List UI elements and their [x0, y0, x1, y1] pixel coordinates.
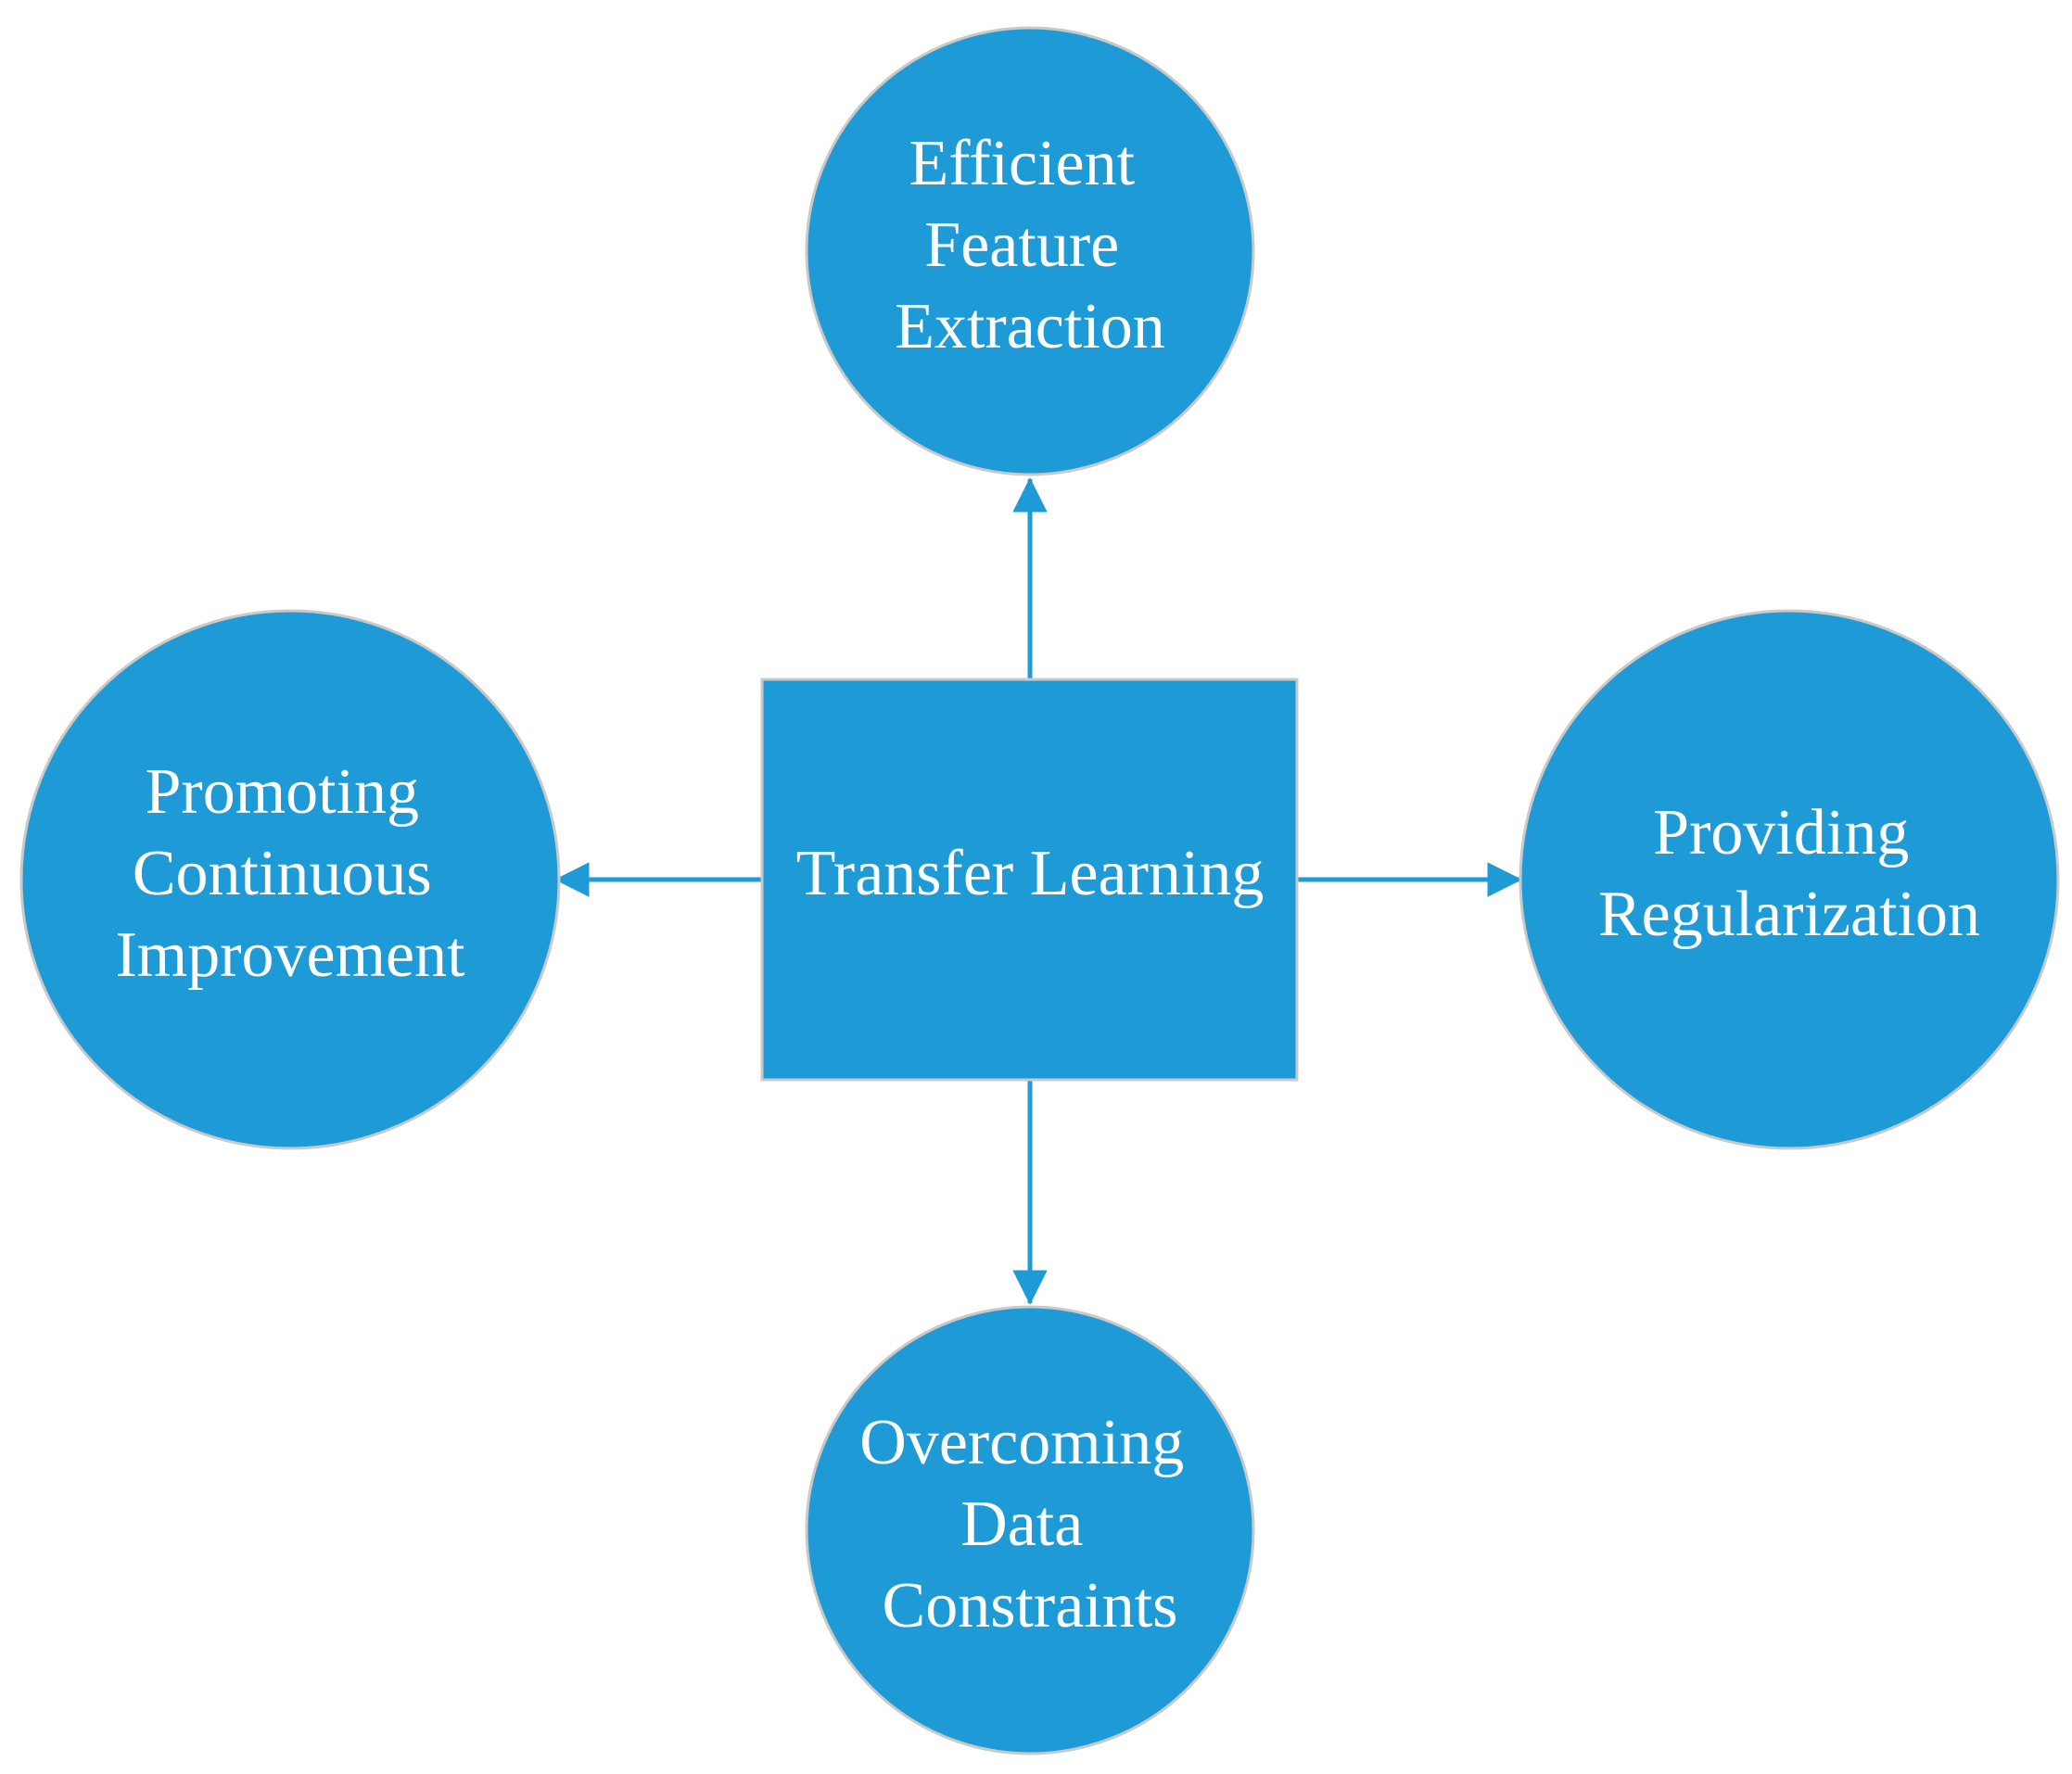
node-promoting-continuous-improvement: Promoting Continuous Improvement [19, 609, 561, 1150]
node-left-label: Promoting Continuous Improvement [115, 756, 465, 991]
node-overcoming-data-constraints: Overcoming Data Constraints [805, 1305, 1255, 1755]
node-top-line-3: Extraction [895, 291, 1165, 362]
node-right-circle [1519, 609, 2060, 1150]
center-box [760, 678, 1299, 1082]
node-left-line-3: Improvement [115, 919, 465, 991]
node-bottom-line-1: Overcoming [859, 1407, 1184, 1478]
node-right-line-2: Regularization [1598, 879, 1980, 950]
center-node: Transfer Learning [760, 678, 1299, 1082]
node-bottom-line-3: Constraints [883, 1570, 1178, 1641]
node-top-circle [805, 26, 1255, 476]
node-right-label: Providing Regularization [1598, 797, 1980, 950]
node-left-circle [19, 609, 561, 1150]
node-bottom-label: Overcoming Data Constraints [859, 1407, 1200, 1641]
node-right-line-1: Providing [1653, 797, 1909, 868]
node-providing-regularization: Providing Regularization [1519, 609, 2060, 1150]
node-top-line-1: Efficient [909, 128, 1135, 199]
node-left-line-1: Promoting [145, 756, 419, 828]
node-left-line-2: Continuous [133, 838, 432, 909]
node-top-line-2: Feature [924, 209, 1119, 281]
center-label: Transfer Learning [796, 838, 1265, 909]
node-top-label: Efficient Feature Extraction [895, 128, 1165, 362]
node-efficient-feature-extraction: Efficient Feature Extraction [805, 26, 1255, 476]
node-bottom-line-2: Data [960, 1489, 1083, 1560]
node-bottom-circle [805, 1305, 1255, 1755]
